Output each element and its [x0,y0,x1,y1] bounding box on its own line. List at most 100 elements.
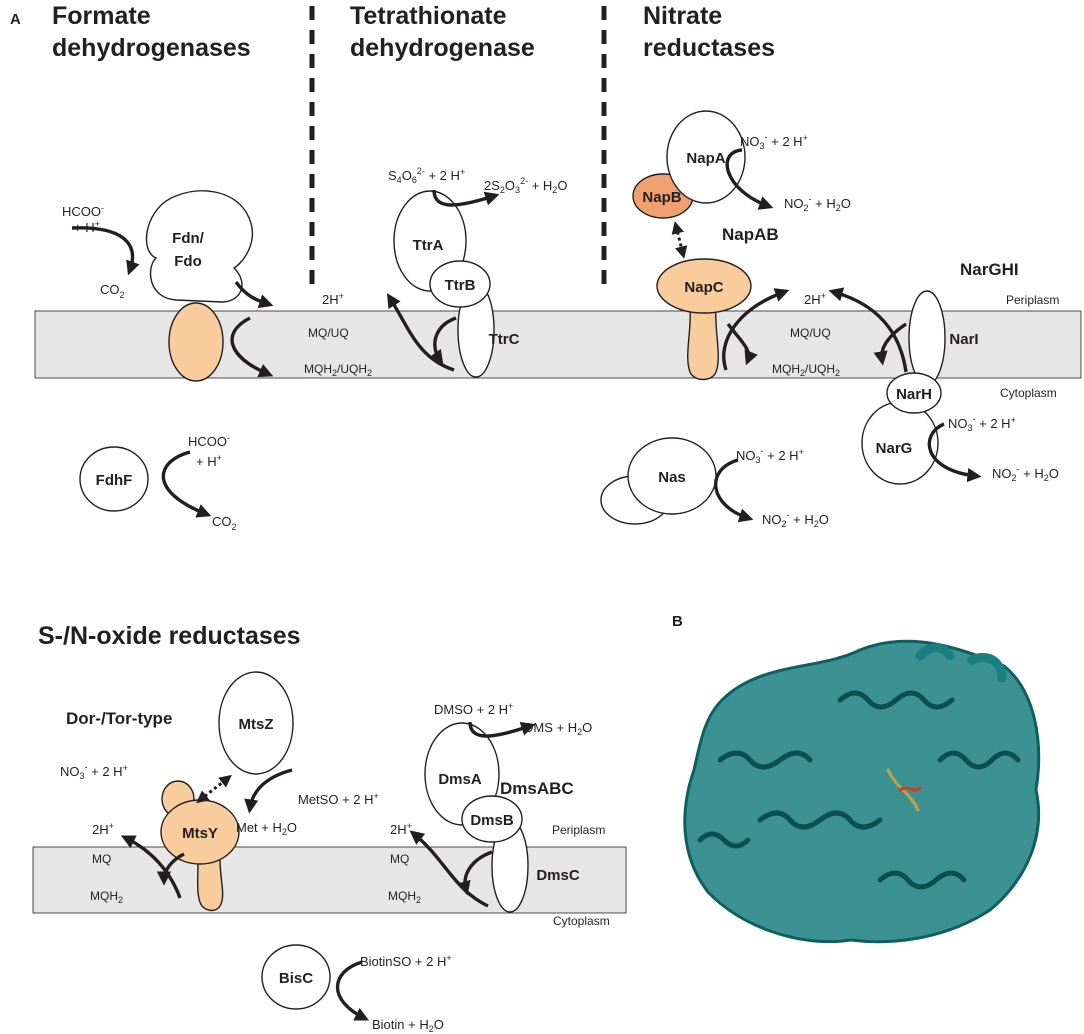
label-dmsabc: DmsABC [500,779,574,798]
protein-fdhf: FdhF [79,446,149,512]
text-mq-uq-right: MQ/UQ [790,326,831,340]
arrow-fdn-to-membrane [234,280,274,309]
protein-nas: Nas [600,437,717,525]
text-biotinso: BiotinSO + 2 H+ [360,953,452,969]
text-no2-nas: NO2- + H2O [762,510,829,529]
text-mq-mtsy: MQ [92,852,111,866]
protein-structure-image [683,639,1041,944]
complex-ttr: TtrA TtrB TtrC [393,190,520,378]
arrow-nari-protons [828,287,908,373]
complex-narghi: NarI NarH NarG [861,290,979,485]
label-bisc: BisC [279,970,313,987]
text-2h-mtsy: 2H+ [92,821,114,837]
label-napc: NapC [684,279,723,296]
label-cytoplasm-bottom: Cytoplasm [553,914,610,928]
text-biotin: Biotin + H2O [372,1017,444,1034]
text-dms: DMS + H2O [524,720,592,737]
text-mqh2-dmsc: MQH2 [388,889,421,905]
label-fdo: Fdo [174,253,202,270]
label-napb: NapB [642,189,681,206]
arrow-napc-protons [722,288,790,371]
label-dmsa: DmsA [438,771,482,788]
arrow-nas-reaction [713,458,754,523]
arrow-napc-quinone [726,322,758,366]
text-mqh2-uqh2-right: MQH2/UQH2 [772,362,840,378]
protein-napc: NapC [656,258,752,381]
arrow-nari-quinone [873,322,907,366]
text-no2-narg: NO2- + H2O [992,464,1059,483]
protein-mtsy: MtsY [160,780,240,912]
text-2h-left: 2H+ [322,291,344,307]
label-ttra: TtrA [413,237,444,254]
text-2h-right: 2H+ [804,291,826,307]
arrow-mtsz-reaction [244,768,293,814]
label-mtsy: MtsY [182,825,218,842]
label-periplasm-top: Periplasm [1006,293,1059,307]
arrow-dmsc-protons [409,830,489,908]
complex-dms: DmsA DmsB DmsC [424,722,580,913]
text-no3-mtsy: NO3- + 2 H+ [60,762,128,781]
protein-fdn-fdo [145,190,253,303]
arrow-dmsc-quinone [456,850,493,896]
text-met: Met + H2O [236,820,297,837]
label-periplasm-bottom: Periplasm [552,823,605,837]
label-napab: NapAB [722,225,779,244]
label-napa: NapA [686,150,725,167]
text-dmso: DMSO + 2 H+ [434,701,513,717]
protein-mtsz: MtsZ [218,671,294,775]
panel-label-a: A [10,11,21,28]
text-hcoo-fdhf: HCOO- [188,433,230,449]
protein-napa [666,110,746,204]
protein-narh [886,372,942,414]
text-s2o3: 2S2O32- + H2O [484,176,567,195]
label-dmsb: DmsB [470,812,514,829]
text-mq-dmsc: MQ [390,852,409,866]
arrow-napb-napc-interaction [671,221,688,259]
label-dor-tor-type: Dor-/Tor-type [66,709,172,728]
label-fdn: Fdn/ [172,230,204,247]
arrow-tetrathionate-reaction [432,189,500,207]
text-co2-top: CO2 [100,282,125,300]
title-formate-line2: dehydrogenases [52,34,251,62]
text-no2-napa: NO2- + H2O [784,194,851,213]
arrow-ttrc-protons [386,293,455,372]
label-dmsc: DmsC [536,867,580,884]
text-plus-h-fdhf: + H+ [196,453,222,469]
protein-bisc: BisC [261,944,331,1010]
text-no3-nas: NO3- + 2 H+ [736,446,804,465]
text-hcoo-top: HCOO- [62,203,104,219]
arrow-mtsy-mtsz-interaction [196,774,232,804]
title-snoxide: S-/N-oxide reductases [38,622,301,650]
arrow-narg-reaction [927,422,982,483]
protein-nari [908,290,946,386]
arrow-ttrc-quinone [429,316,457,365]
arrow-fdhf-reaction [161,450,212,518]
text-no3-napa: NO3- + 2 H+ [740,132,808,151]
title-tetrathionate-line2: dehydrogenase [350,34,535,62]
title-nitrate-line2: reductases [643,34,775,62]
label-narghi: NarGHI [960,260,1019,279]
text-mqh2-mtsy: MQH2 [90,889,123,905]
text-plus-h-top: + H+ [74,219,100,235]
label-mtsz: MtsZ [239,716,274,733]
arrow-fdn-electron-transfer [230,316,274,378]
text-mqh2-uqh2-left: MQH2/UQH2 [304,362,372,378]
title-tetrathionate-line1: Tetrathionate [350,2,507,30]
text-s4o6: S4O62- + 2 H+ [388,166,465,185]
label-ttrc: TtrC [489,331,520,348]
arrow-bisc-reaction [336,960,370,1021]
panel-label-b: B [672,613,683,630]
fdn-heme-subunit [168,302,224,382]
label-cytoplasm-top: Cytoplasm [1000,386,1057,400]
protein-dmsb [461,795,523,843]
title-nitrate-line1: Nitrate [643,2,722,30]
text-metso: MetSO + 2 H+ [298,791,379,807]
text-2h-dmsc: 2H+ [390,821,412,837]
label-narg: NarG [876,440,913,457]
complex-fdn-fdo: Fdn/ Fdo [145,190,253,382]
label-fdhf: FdhF [96,472,133,489]
label-narh: NarH [896,386,932,403]
label-ttrb: TtrB [445,277,476,294]
